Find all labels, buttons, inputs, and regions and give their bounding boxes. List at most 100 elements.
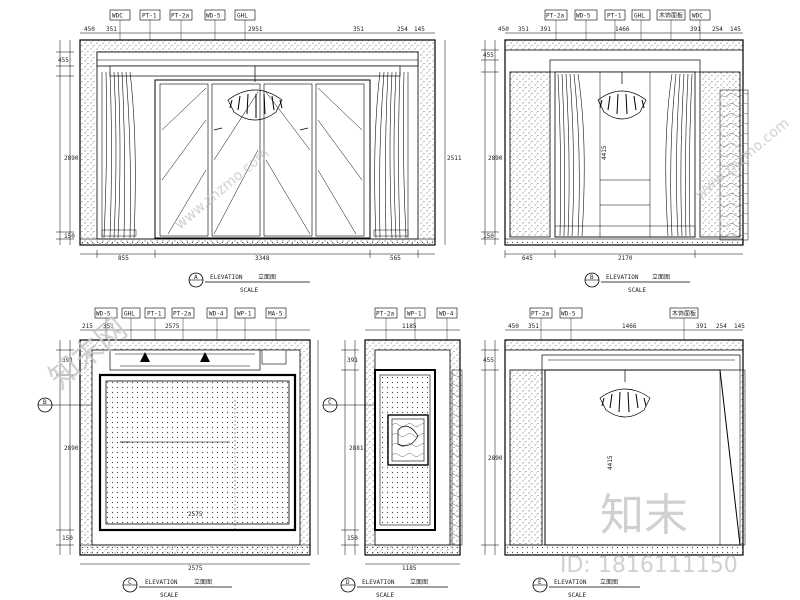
dim-text: 391 [690,26,701,33]
stone-pier-left [509,369,543,546]
elevation-title: E ELEVATION 立面图 SCALE [532,577,640,599]
floor-slab [504,544,744,556]
material-tags: PT-2a WD-5 木饰面板 [529,307,699,340]
dim-text: 351 [518,26,529,33]
dim-text: 391 [696,323,707,330]
tag-label: WD-5 [96,311,111,318]
window-frame [554,71,696,238]
tag-label: GHL [237,13,248,20]
dim-text: 254 [397,26,408,33]
dim-text: 455 [58,57,69,64]
level-marker: B [37,397,92,413]
top-dimensions: 450 351 2951 351 254 145 [80,26,435,34]
dim-text: 254 [712,26,723,33]
cornice [96,51,419,67]
dim-text: 351 [103,323,114,330]
tag-label: WD-4 [439,311,454,318]
dim-text: 150 [347,535,358,542]
tag-label: 木饰面板 [672,310,696,318]
curtain-right [373,71,409,239]
artwork [391,418,425,462]
elevation-name: ELEVATION [554,579,587,586]
elevation-name: ELEVATION [210,274,243,281]
material-tags: WD-5 GHL PT-1 PT-2a WD-4 WP-1 MA-5 [94,307,287,340]
ceiling-slab [504,339,744,351]
bottom-dimensions: 1185 [365,563,460,572]
dim-text: 145 [730,26,741,33]
grille [261,349,287,365]
wall-inner [96,51,419,240]
elevation-marker: C [128,579,132,586]
top-dimensions: 1185 [365,323,460,331]
elevation-subtitle: 立面图 [652,273,670,281]
tag-label: PT-2a [173,311,191,318]
dim-text: 254 [716,323,727,330]
elevation-scale: SCALE [568,592,586,599]
dim-text: 2575 [188,511,203,518]
elevation-scale: SCALE [376,592,394,599]
side-dimensions: 391 2890 150 [56,340,319,555]
dim-text: 150 [483,233,494,240]
stone-pier-right [739,369,746,546]
elevation-subtitle: 立面图 [194,578,212,586]
chandelier [599,370,651,418]
pelmet [549,59,701,73]
dim-text: 351 [528,323,539,330]
bottom-dimensions: 855 3348 565 [80,250,435,262]
dim-text: 455 [483,52,494,59]
dim-text: 2951 [248,26,263,33]
dim-text: 145 [734,323,745,330]
elevation-scale: SCALE [160,592,178,599]
tag-label: WDC [112,13,123,20]
dim-text: 450 [508,323,519,330]
side-dimensions: 455 2890 150 [481,40,503,245]
curtain-left [557,73,585,237]
elevation-marker: A [194,274,198,281]
tag-label: PT-1 [607,13,622,20]
dim-text: 150 [64,233,75,240]
material-tags: PT-2a WD-5 PT-1 GHL 木饰面板 WDC [544,9,711,40]
tag-label: PT-1 [147,311,162,318]
dim-text: 455 [483,357,494,364]
dim-text: 391 [347,357,358,364]
floor-slab [79,238,436,246]
dim-text: 565 [390,255,401,262]
dim-text: 855 [118,255,129,262]
dim-text: 2881 [349,445,364,452]
elevation-e: 4415 PT-2a WD-5 木饰面板 450 351 1466 391 25… [481,307,746,599]
elevation-subtitle: 立面图 [410,578,428,586]
section-wall [451,369,463,546]
level-mark-label: B [43,399,47,406]
elevation-name: ELEVATION [145,579,178,586]
level-mark-label: C [328,399,332,406]
watermark-id: ID: 1816111150 [560,553,738,578]
elevation-subtitle: 立面图 [600,578,618,586]
dim-text: 351 [353,26,364,33]
tag-label: PT-1 [142,13,157,20]
curtain-right [665,73,693,237]
side-dimensions: 455 2890 [481,340,503,555]
elevation-c: 2575 WD-5 GHL PT-1 PT-2a WD-4 WP-1 MA-5 … [37,307,319,599]
elevation-scale: SCALE [240,287,258,294]
dim-text: 2575 [165,323,180,330]
dim-text: 1185 [402,565,417,572]
curtain-left [101,71,137,239]
chandelier [227,66,283,121]
tag-label: 木饰面板 [659,12,683,20]
tag-label: WP-1 [407,311,422,318]
tag-label: PT-2a [376,311,394,318]
dim-text: 150 [62,535,73,542]
tag-label: WD-5 [576,13,591,20]
dim-text: 1466 [615,26,630,33]
dim-text: 2890 [64,445,79,452]
stone-pier-left [509,71,551,238]
top-dimensions: 450 351 1466 391 254 145 [505,323,745,331]
elevation-b: 4415 PT-2a WD-5 PT-1 GHL 木饰面板 WDC 450 35… [481,9,749,294]
elevation-marker: D [346,579,350,586]
pelmet [541,354,741,371]
dim-text: 2890 [488,155,503,162]
material-tags: PT-2a WP-1 WD-4 [374,307,458,340]
elevation-subtitle: 立面图 [258,273,276,281]
dim-text: 3348 [255,255,270,262]
section-wall [719,89,749,241]
